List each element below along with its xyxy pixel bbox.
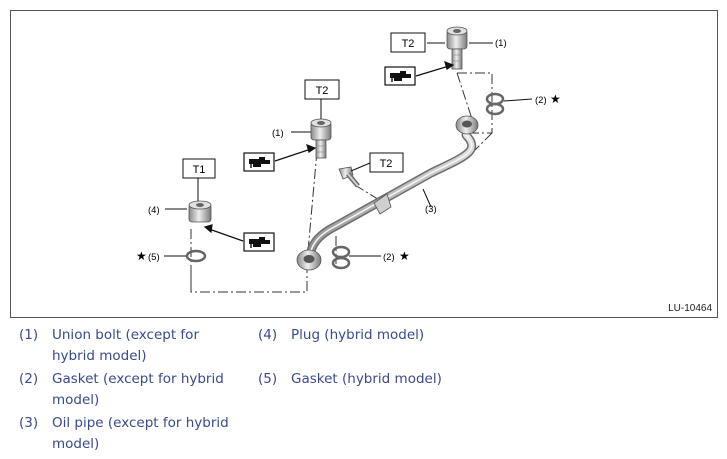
tag-t2-bracket: T2 [369,152,404,173]
callout-3: (3) [425,204,437,215]
callout-5: (5) [148,252,160,263]
tag-t2-top: T2 [390,32,426,53]
legend-text: Gasket (hybrid model) [291,371,442,387]
svg-text:T1: T1 [193,164,206,176]
callout-1-top: (1) [495,38,507,49]
svg-text:T2: T2 [380,158,393,170]
legend-number: (2) [19,371,39,387]
legend-text: Union bolt (except for hybrid model) [52,327,199,364]
oil-can-icon [243,152,275,172]
oil-pipe [296,115,479,271]
gasket-top-pair [485,92,505,116]
gasket-hybrid [185,249,207,263]
callout-1-mid: (1) [272,128,284,139]
gasket-mid-pair [331,245,351,270]
legend-number: (3) [19,415,39,431]
legend-number: (4) [258,327,278,343]
star-icon: ★ [136,249,147,263]
oil-can-icon [384,66,416,86]
oil-can-icon [243,232,275,252]
parts-legend: (1) Union bolt (except for hybrid model)… [0,322,727,459]
legend-text: Gasket (except for hybrid model) [52,371,224,408]
callout-4: (4) [148,205,160,216]
callout-2-top: (2) [535,95,547,106]
legend-text: Oil pipe (except for hybrid model) [52,415,229,452]
union-bolt-top [446,26,468,70]
tag-t1: T1 [182,158,216,179]
svg-text:T2: T2 [402,38,415,50]
star-icon: ★ [399,249,410,263]
plug [188,200,212,223]
legend-text: Plug (hybrid model) [291,327,425,343]
tag-t2-mid: T2 [304,79,340,100]
leader-lines [164,42,533,257]
union-bolt-middle [310,118,332,159]
diagram-canvas: T2 T2 T2 T1 (1) [136,26,561,293]
oil-can-arrows [203,61,455,242]
bracket-bolt [338,166,360,188]
legend-number: (1) [19,327,39,343]
star-icon: ★ [550,92,561,106]
figure-code: LU-10464 [668,303,712,314]
parts-diagram: T2 T2 T2 T1 (1) [10,10,718,318]
svg-text:T2: T2 [316,85,329,97]
callout-2-mid: (2) [383,252,395,263]
legend-number: (5) [258,371,278,387]
